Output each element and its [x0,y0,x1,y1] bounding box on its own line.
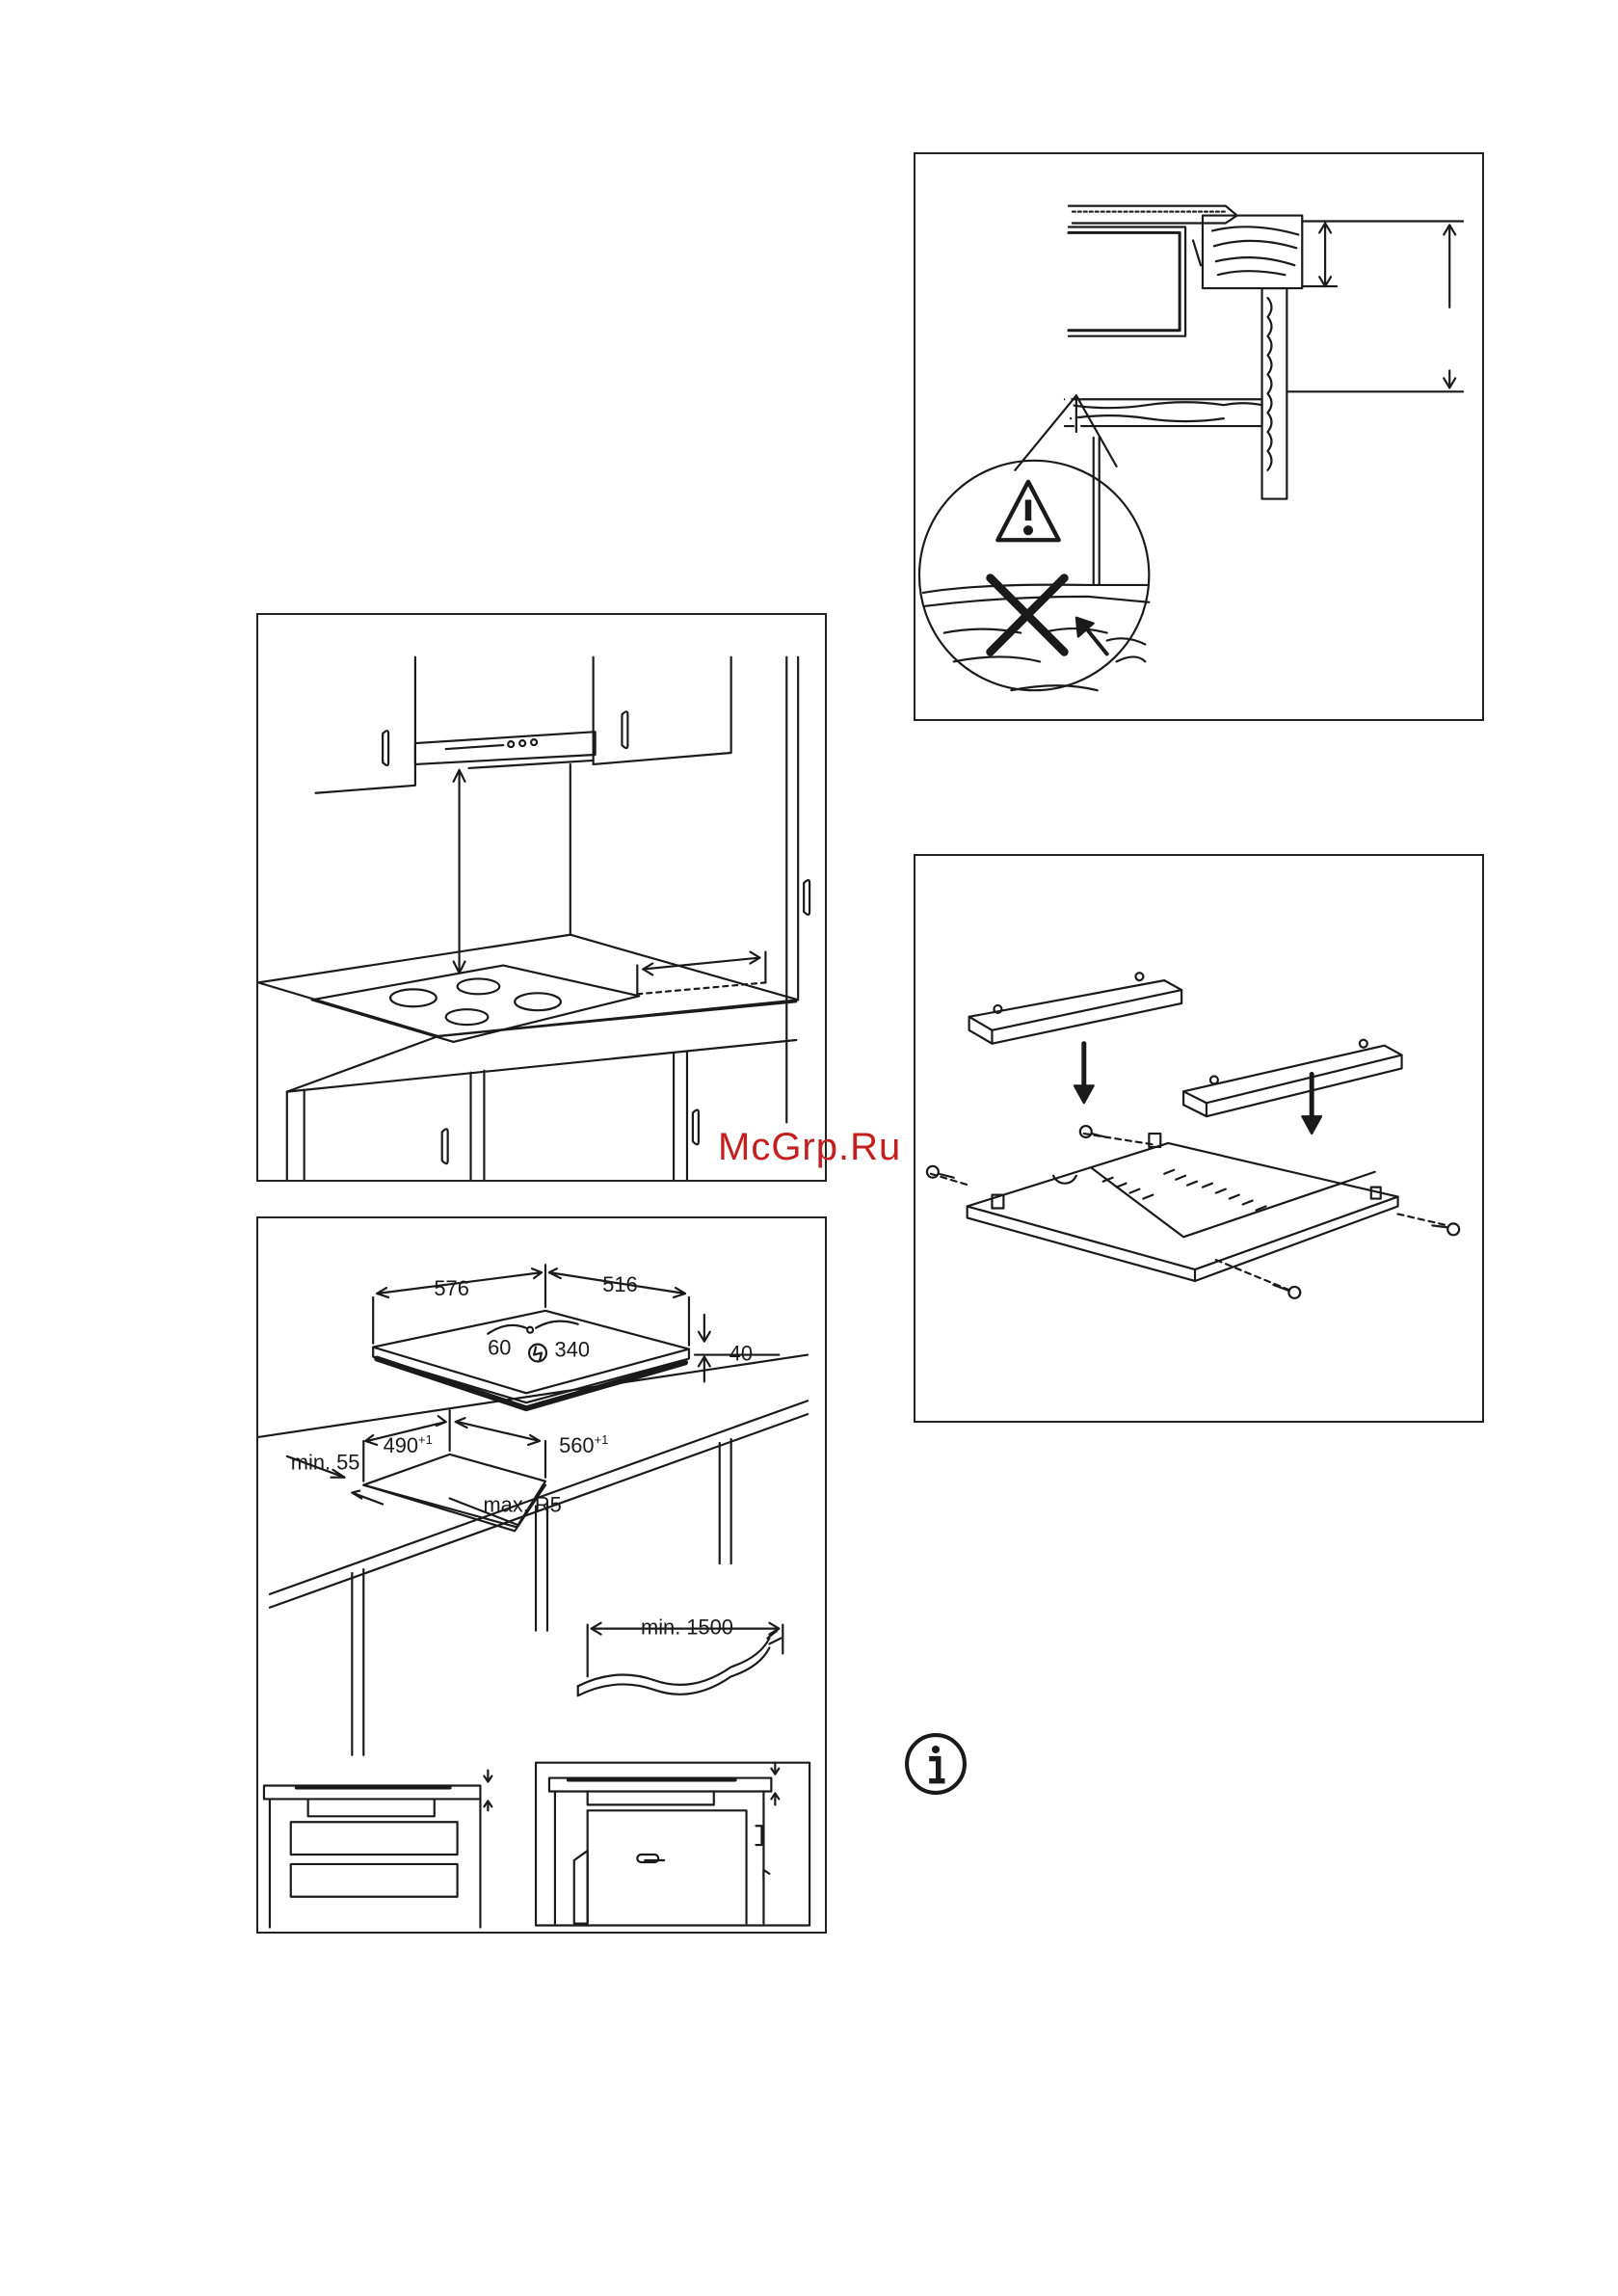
cross-icon [981,569,1074,661]
figure-hood-clearance [256,613,827,1182]
figure-worktop-warning [914,152,1484,721]
cutout-dimensions-drawing [258,1218,825,1932]
mounting-brackets-drawing [915,856,1482,1421]
warning-triangle-icon [989,476,1068,546]
hood-clearance-drawing [258,615,825,1180]
info-icon [903,1731,968,1797]
figure-cutout-dimensions: 576 516 60 340 40 490+1 560+1 min. 55 ma… [256,1216,827,1934]
figure-mounting-brackets [914,854,1484,1423]
watermark-text: McGrp.Ru [718,1126,901,1169]
